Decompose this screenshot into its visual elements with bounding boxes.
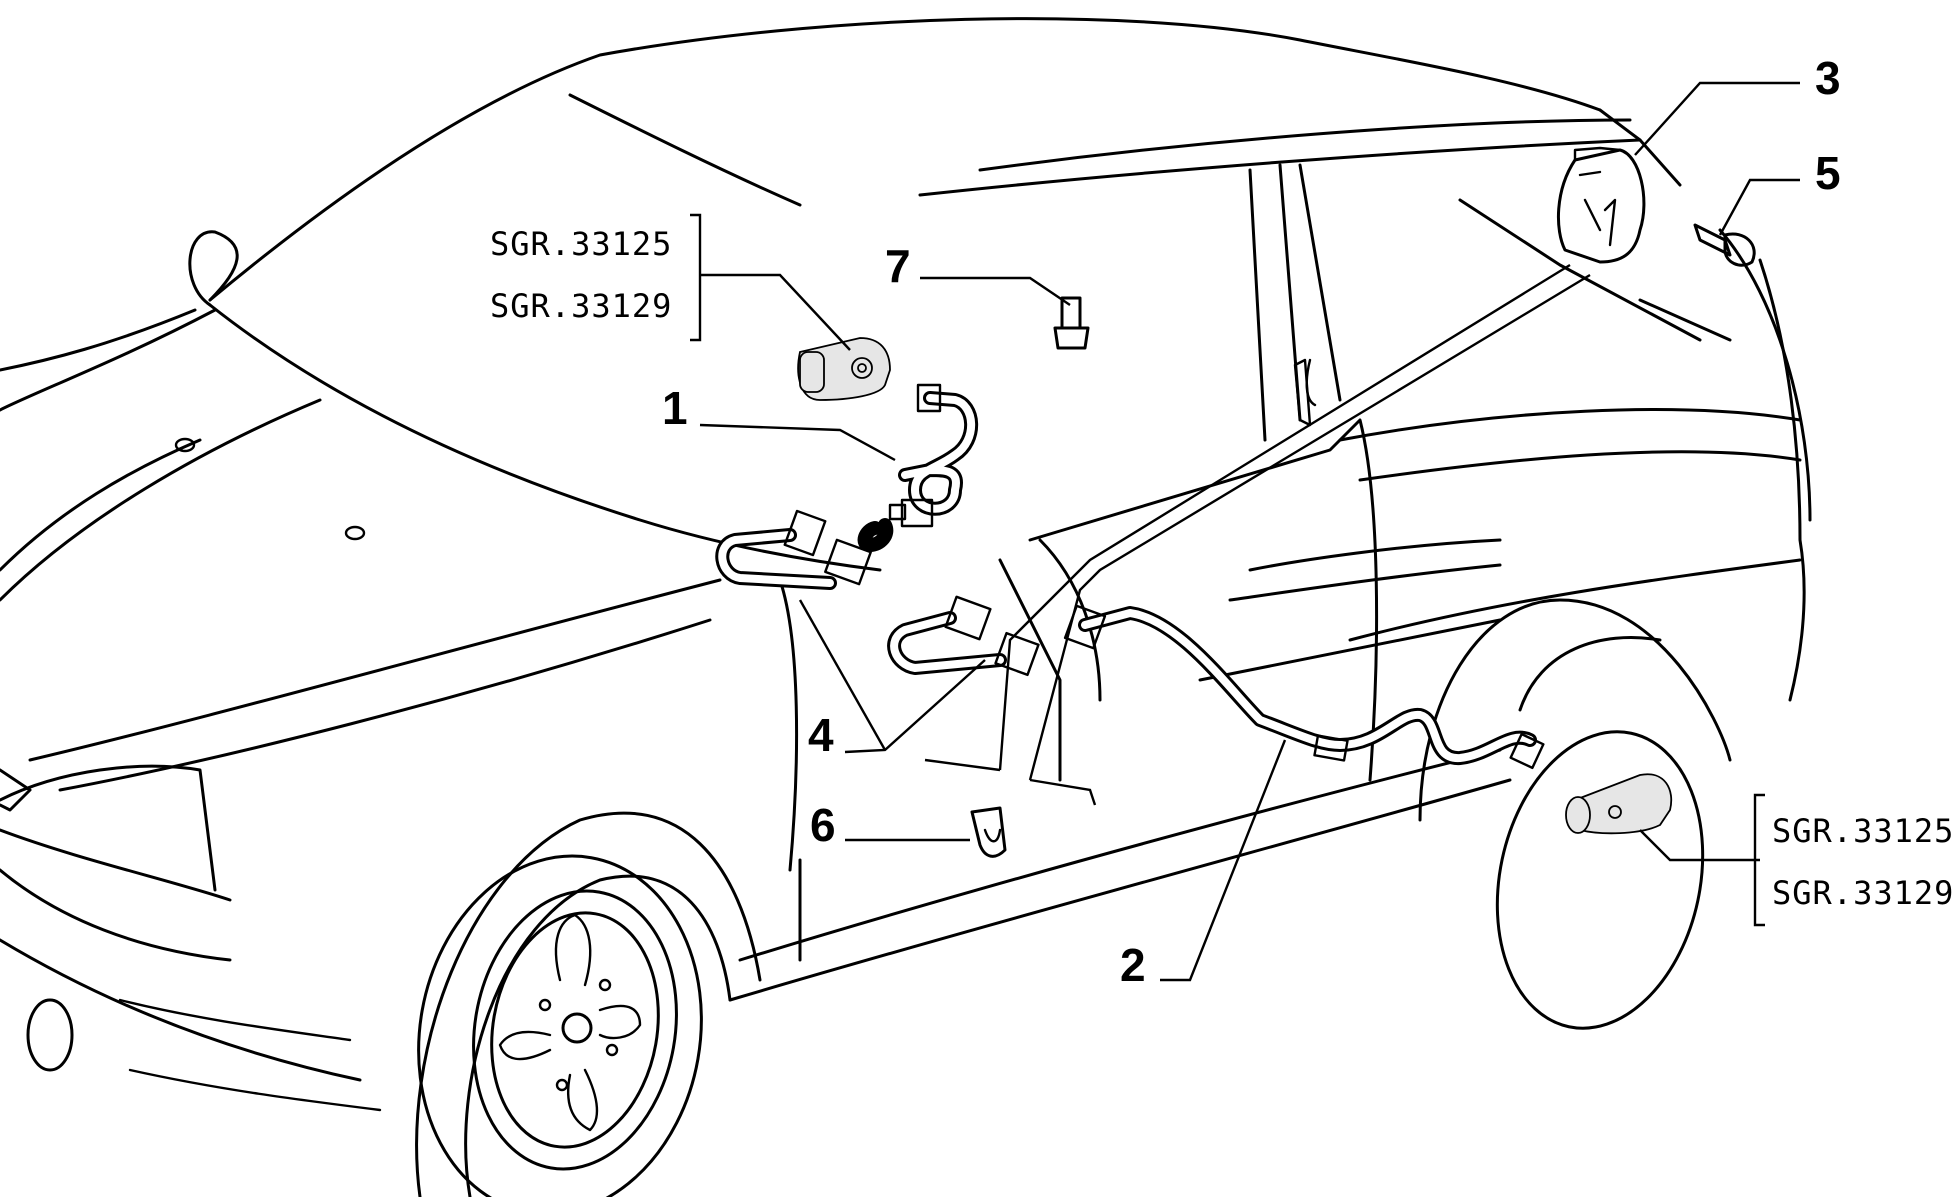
car-body-outline [0,17,1812,1197]
rear-ref-code-2: SGR.33129 [1772,874,1955,912]
front-ref-code-2: SGR.33129 [490,287,673,325]
callout-2: 2 [1120,939,1146,991]
bracket-part-3 [1556,146,1646,264]
brake-pipe-1 [857,383,979,552]
callout-6: 6 [810,799,836,851]
callout-5: 5 [1815,147,1841,199]
leader-lines [690,81,1800,982]
callout-7: 7 [885,240,911,292]
callout-3: 3 [1815,52,1841,104]
bolt-part-5 [1693,223,1756,267]
rear-ref-code-1: SGR.33125 [1772,812,1955,850]
callout-4: 4 [808,709,834,761]
brake-hose-4-lower [887,595,1040,677]
rear-wheel-cylinder [1565,773,1673,835]
front-wheel-cylinder [797,337,891,401]
callout-1: 1 [662,382,688,434]
front-ref-code-1: SGR.33125 [490,225,673,263]
brake-pipe-2 [1063,604,1545,770]
brake-hose-4-upper [715,509,872,590]
clip-part-6 [970,806,1007,858]
bolt-part-7 [1053,296,1090,350]
